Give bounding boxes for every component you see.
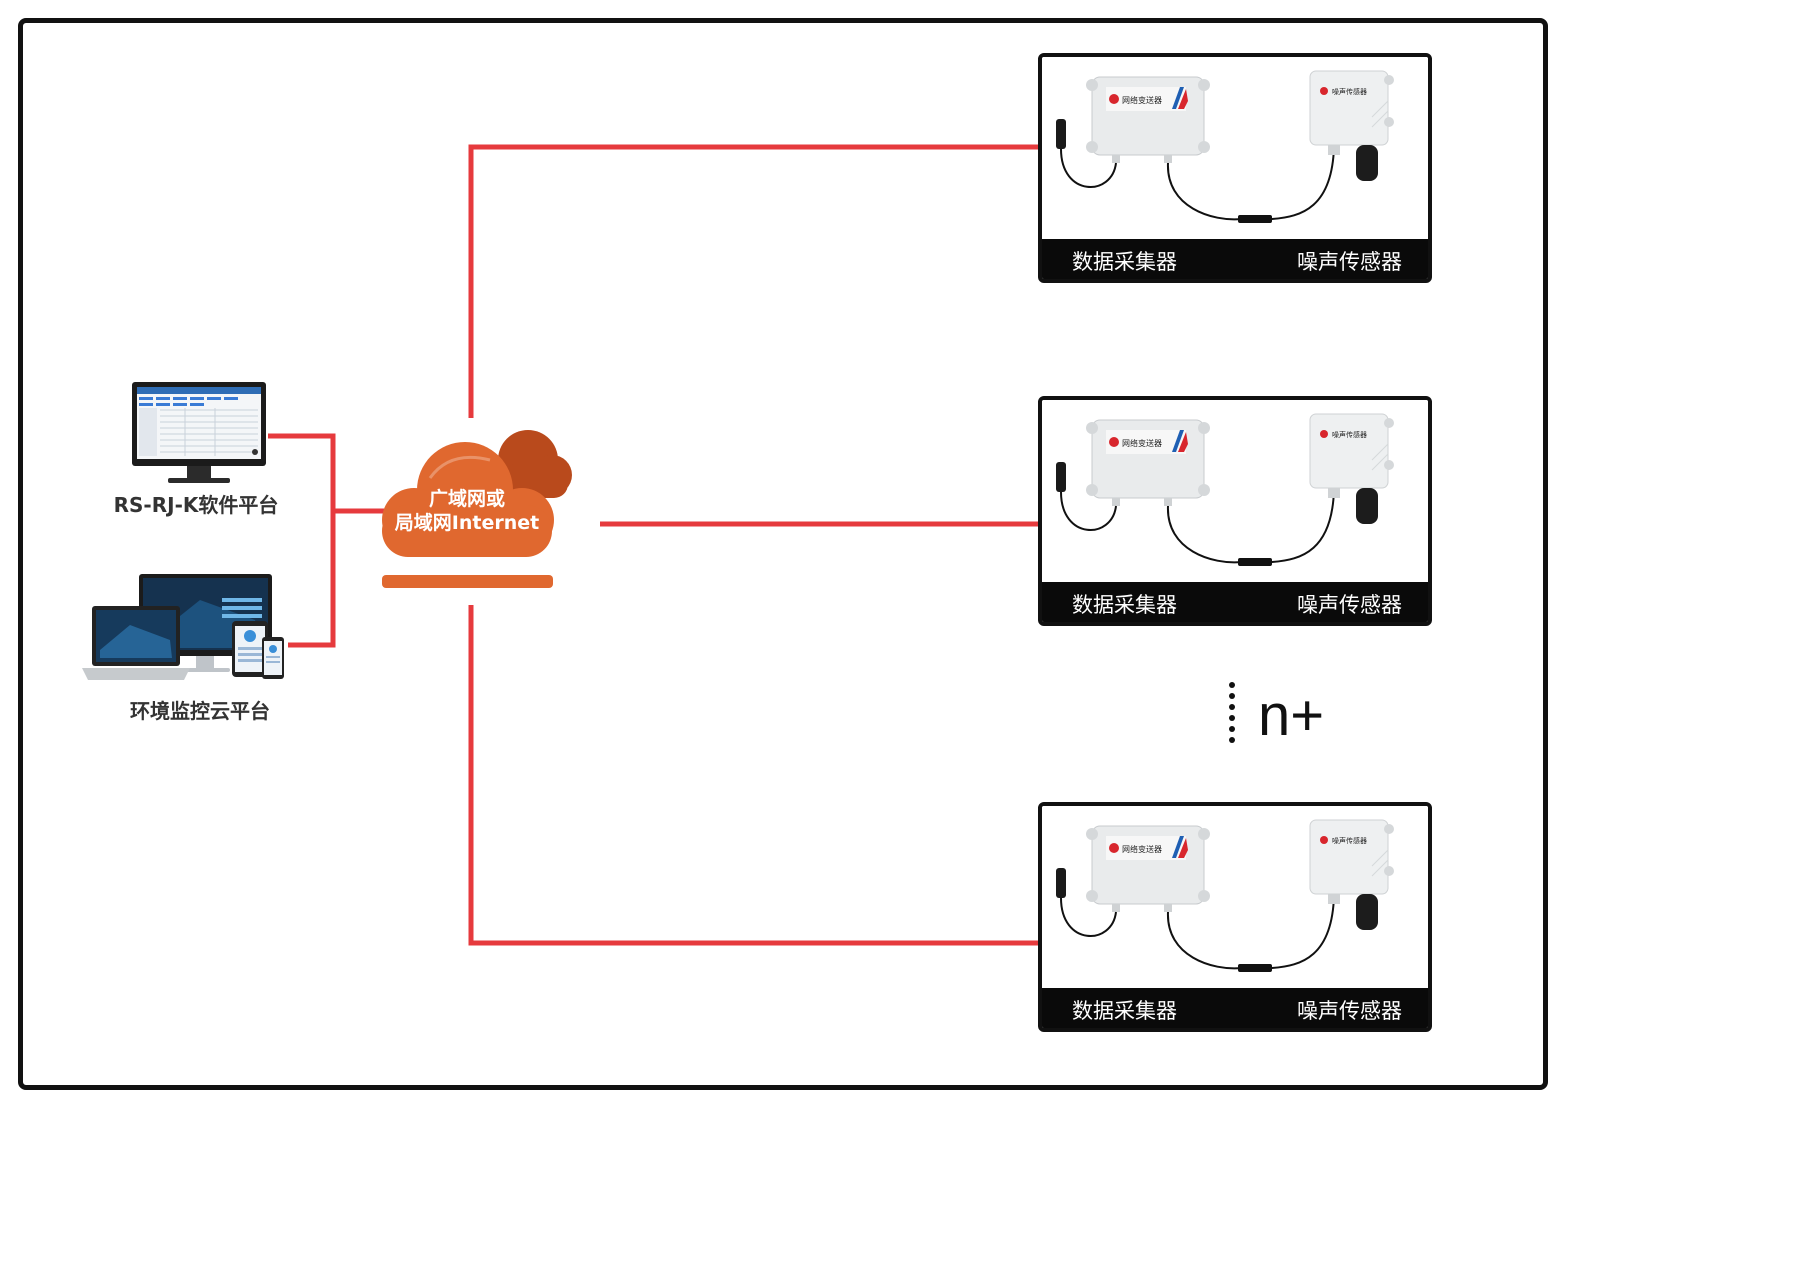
sensor-label: 噪声传感器 [1297, 999, 1402, 1023]
link-platform-software [268, 433, 384, 514]
desktop-monitor-icon [132, 382, 266, 483]
node-caption: 数据采集器 噪声传感器 [1042, 582, 1428, 622]
node-card-1: 数据采集器 噪声传感器 [1038, 53, 1432, 283]
device-photo [1042, 806, 1428, 988]
node-card-2: 数据采集器 噪声传感器 [1038, 396, 1432, 626]
multi-device-icon [82, 574, 284, 680]
device-photo [1042, 400, 1428, 582]
link-to-node-1 [468, 144, 1040, 418]
link-platform-cloud [288, 511, 336, 648]
device-photo [1042, 57, 1428, 239]
sensor-label: 噪声传感器 [1297, 593, 1402, 617]
network-links [268, 144, 1040, 946]
more-nodes-label: n+ [1258, 683, 1325, 748]
collector-label: 数据采集器 [1072, 250, 1177, 274]
link-to-node-3 [468, 605, 1040, 946]
network-label-line1: 广域网或 [428, 488, 505, 510]
topology-diagram [82, 144, 1040, 946]
network-label-line2: 局域网Internet [394, 512, 540, 534]
network-label: 广域网或 局域网Internet [382, 487, 552, 535]
sensor-label: 噪声传感器 [1297, 250, 1402, 274]
node-caption: 数据采集器 噪声传感器 [1042, 239, 1428, 279]
collector-label: 数据采集器 [1072, 999, 1177, 1023]
collector-label: 数据采集器 [1072, 593, 1177, 617]
cloud-icon [382, 430, 572, 588]
platform-label-software: RS-RJ-K软件平台 [113, 493, 279, 517]
node-caption: 数据采集器 噪声传感器 [1042, 988, 1428, 1028]
platform-label-cloud: 环境监控云平台 [130, 699, 270, 723]
node-card-3: 数据采集器 噪声传感器 [1038, 802, 1432, 1032]
more-nodes-dots [1229, 682, 1237, 748]
